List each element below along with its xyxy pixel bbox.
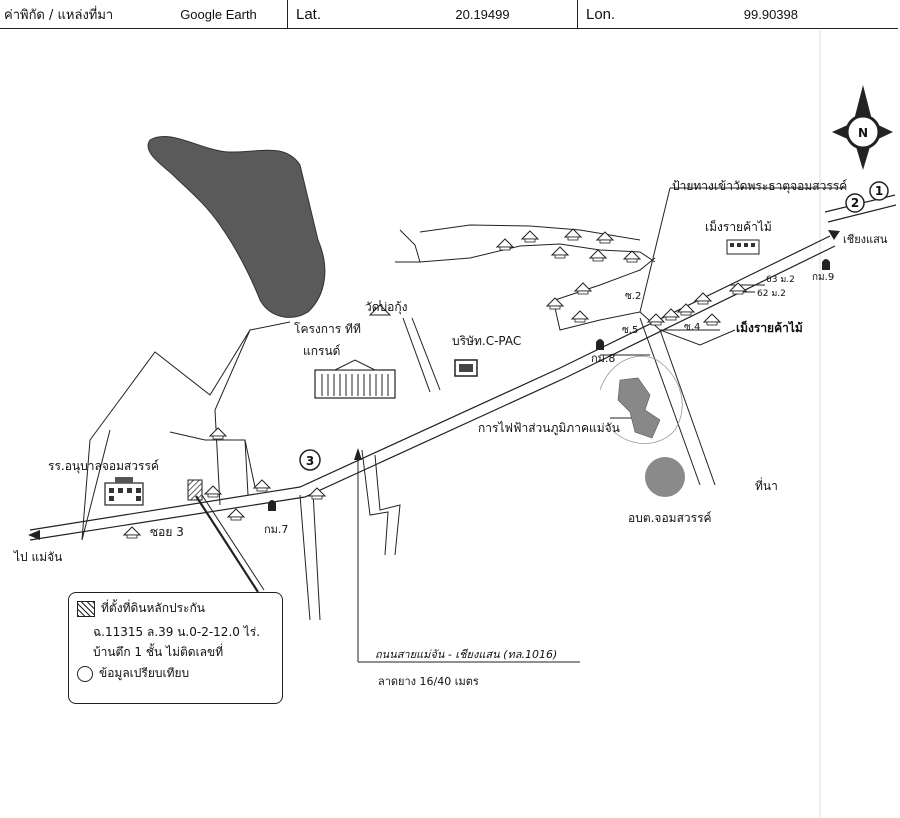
grand-project-building <box>314 359 396 399</box>
tao-office-marker <box>645 457 685 497</box>
arrow-chiang-saen <box>828 230 840 240</box>
marker-2-label: 2 <box>851 196 859 210</box>
label-school: รร.อนุบาลจอมสวรรค์ <box>48 459 159 474</box>
wood-shop-building <box>726 239 760 255</box>
label-cpac: บริษัท.C-PAC <box>452 334 521 348</box>
label-soi4: ซ.4 <box>684 322 700 333</box>
compass-letter: N <box>858 126 868 140</box>
label-km8: กม.8 <box>591 352 615 365</box>
parcel-leader <box>195 494 265 593</box>
label-road-surface: ลาดยาง 16/40 เมตร <box>378 675 479 688</box>
label-egat: การไฟฟ้าส่วนภูมิภาคแม่จัน <box>478 421 620 436</box>
label-grand: แกรนด์ <box>303 344 340 358</box>
comparison-circle-swatch <box>77 665 93 682</box>
leader-lines <box>600 187 845 419</box>
label-moo2-a: 63 ม.2 <box>766 275 795 285</box>
legend-building-line: บ้านตึก 1 ชั้น ไม่ติดเลขที่ <box>93 645 224 659</box>
label-wat-sign: ป้ายทางเข้าวัดพระธาตุจอมสวรรค์ <box>672 179 847 194</box>
arrow-mae-chan <box>28 530 40 540</box>
label-mae-chan: ไป แม่จัน <box>13 550 62 564</box>
legend-compare: ข้อมูลเปรียบเทียบ <box>99 666 190 680</box>
temple-icon <box>368 300 392 316</box>
label-km7: กม.7 <box>264 523 288 536</box>
label-soi2: ซ.2 <box>625 291 641 302</box>
marker-3: 3 <box>299 449 321 471</box>
lon-value: 99.90398 <box>743 6 798 22</box>
label-chiang-saen: เชียงแสน <box>843 233 888 246</box>
label-field: ที่นา <box>755 477 778 493</box>
north-compass: N <box>832 85 893 170</box>
marker-1-label: 1 <box>875 184 883 198</box>
legend-title: ที่ตั้งที่ดินหลักประกัน <box>101 601 205 615</box>
lon-label: Lon. <box>586 5 616 23</box>
marker-2: 2 <box>845 193 865 213</box>
label-km9: กม.9 <box>812 272 834 283</box>
label-wood-shop-right: เม็งรายค้าไม้ <box>736 320 803 335</box>
pond-shape <box>147 135 326 318</box>
km-post-icons <box>268 259 830 511</box>
label-wat-bo-kung: วัดบ่อกุ้ง <box>365 300 407 315</box>
road-pointer-arrow <box>354 448 362 460</box>
label-soi3: ซอย 3 <box>150 525 184 539</box>
marker-3-label: 3 <box>306 454 314 468</box>
source-label: ค่าพิกัด / แหล่งที่มา <box>4 7 114 23</box>
label-project: โครงการ ทีที <box>294 322 361 336</box>
label-moo2-b: 62 ม.2 <box>757 289 786 299</box>
lat-value: 20.19499 <box>388 0 578 28</box>
collateral-land-parcel <box>187 479 203 501</box>
road-name-pointer <box>357 455 580 663</box>
legend-deed-line: ฉ.11315 ล.39 น.0-2-12.0 ไร่. <box>93 625 261 639</box>
legend-box: ที่ตั้งที่ดินหลักประกัน ฉ.11315 ล.39 น.0… <box>68 592 283 704</box>
lat-label: Lat. <box>296 5 322 23</box>
label-road-name: ถนนสายแม่จัน - เชียงแสน (ทล.1016) <box>375 648 557 661</box>
road-top-right-2 <box>827 204 897 223</box>
label-soi5: ซ.5 <box>622 325 638 336</box>
cpac-building <box>454 359 478 377</box>
secondary-roads <box>81 224 736 621</box>
label-tao: อบต.จอมสวรรค์ <box>628 511 712 525</box>
source-value: Google Earth <box>150 0 288 28</box>
coordinate-header: ค่าพิกัด / แหล่งที่มา Google Earth Lat. … <box>0 0 898 29</box>
label-wood-shop-top: เม็งรายค้าไม้ <box>705 219 772 234</box>
school-building <box>104 477 144 506</box>
main-road <box>29 235 836 541</box>
electricity-site <box>599 355 683 444</box>
collateral-hatch-swatch <box>77 600 95 617</box>
marker-1: 1 <box>869 181 889 201</box>
